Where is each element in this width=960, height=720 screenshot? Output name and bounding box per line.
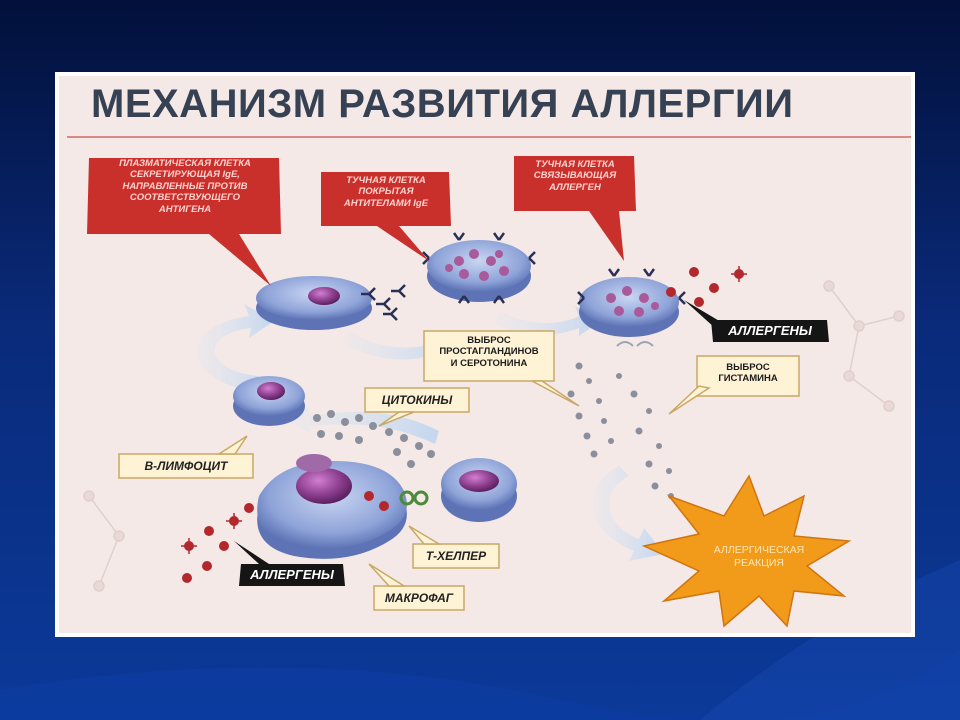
allergen-particles: [181, 266, 747, 583]
arrow-mast-to-mast: [495, 306, 599, 336]
diagram-panel: МЕХАНИЗМ РАЗВИТИЯ АЛЛЕРГИИ: [55, 72, 915, 637]
dark-label-shapes: [234, 300, 829, 586]
red-callout-shapes: [87, 156, 636, 286]
light-label-shapes: [118, 330, 800, 611]
page-title: МЕХАНИЗМ РАЗВИТИЯ АЛЛЕРГИИ: [91, 82, 794, 126]
mast-cell-allergen: [577, 268, 686, 337]
label-mast-cell-allergen: ТУЧНАЯ КЛЕТКА СВЯЗЫВАЮЩАЯ АЛЛЕРГЕН: [533, 159, 617, 193]
label-allergens-left: АЛЛЕРГЕНЫ: [250, 567, 334, 582]
allergic-reaction-burst: [641, 474, 852, 628]
label-t-helper: Т-ХЕЛПЕР: [425, 549, 487, 563]
label-cytokines: ЦИТОКИНЫ: [381, 393, 453, 407]
allergy-mechanism-diagram: [83, 156, 905, 628]
plasma-cell: [256, 276, 406, 330]
label-b-lymphocyte: В-ЛИМФОЦИТ: [144, 459, 228, 473]
label-allergic-reaction: АЛЛЕРГИЧЕСКАЯ РЕАКЦИЯ: [713, 544, 805, 569]
label-mast-cell-ige: ТУЧНАЯ КЛЕТКА ПОКРЫТАЯ АНТИТЕЛАМИ IgE: [343, 175, 429, 209]
label-macrophage: МАКРОФАГ: [384, 591, 454, 605]
arrow-cytokines: [287, 406, 439, 444]
arrow-b-to-plasma: [196, 304, 274, 391]
title-divider: [67, 136, 911, 138]
mast-cell-ige: [422, 232, 536, 304]
label-prostaglandins: ВЫБРОС ПРОСТАГЛАНДИНОВ И СЕРОТОНИНА: [439, 335, 539, 369]
label-plasma-cell: ПЛАЗМАТИЧЕСКАЯ КЛЕТКА СЕКРЕТИРУЮЩАЯ IgE,…: [119, 158, 251, 215]
label-allergens-right: АЛЛЕРГЕНЫ: [728, 323, 812, 338]
label-histamine: ВЫБРОС ГИСТАМИНА: [718, 362, 778, 385]
t-helper-cell: [399, 458, 517, 522]
mediator-particles: [313, 362, 674, 499]
molecule-background: [83, 280, 905, 592]
arrow-to-reaction: [592, 466, 664, 561]
release-gap-icon: [616, 341, 654, 347]
b-lymphocyte-cell: [233, 376, 305, 426]
